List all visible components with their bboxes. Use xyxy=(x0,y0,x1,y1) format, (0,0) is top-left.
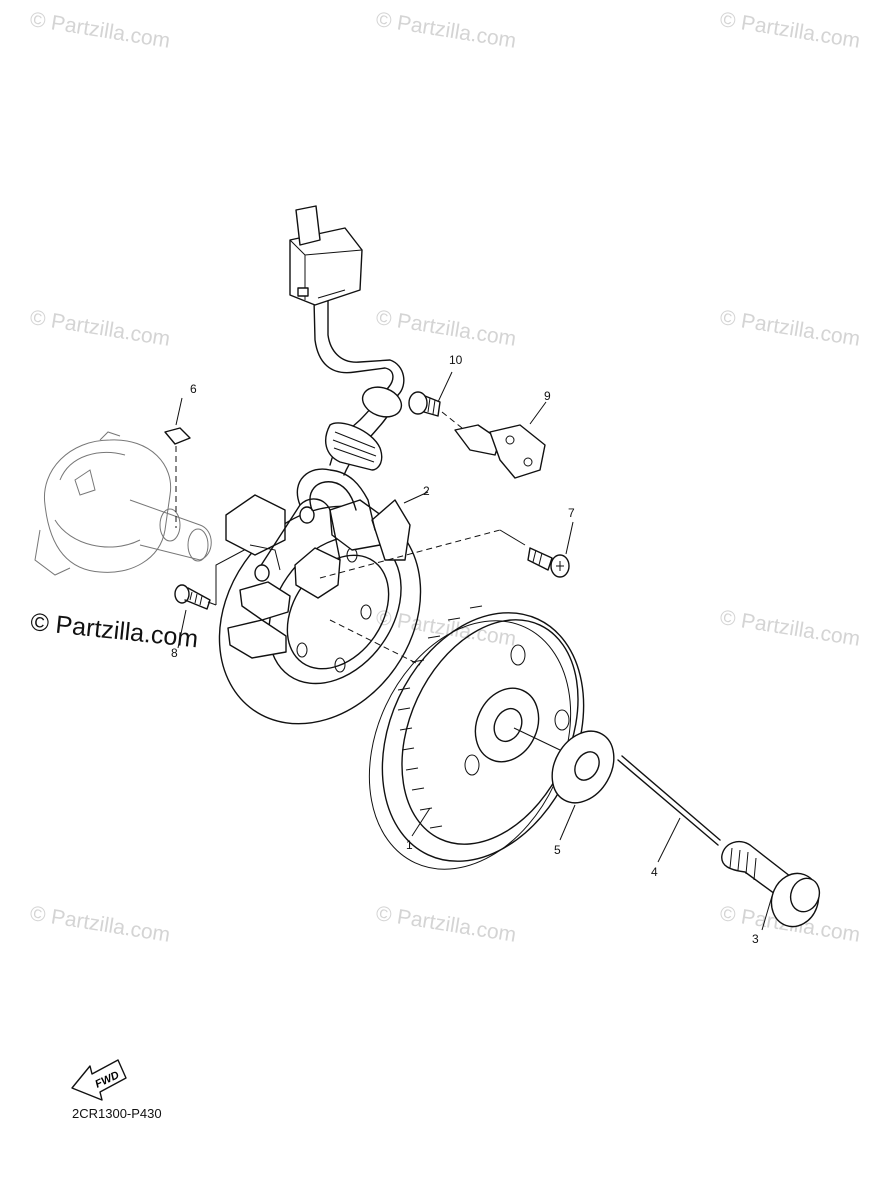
crankshaft-illustration xyxy=(34,431,212,576)
callout-10: 10 xyxy=(449,353,463,367)
callout-6: 6 xyxy=(190,382,197,396)
callout-8: 8 xyxy=(171,646,178,660)
pickup-screw-part xyxy=(527,521,574,578)
callout-7: 7 xyxy=(568,506,575,520)
woodruff-key-part xyxy=(164,397,191,528)
stator-assembly-part xyxy=(218,468,526,725)
callout-9: 9 xyxy=(544,389,551,403)
wiring-harness xyxy=(289,205,405,476)
callout-1: 1 xyxy=(406,838,413,852)
callout-4: 4 xyxy=(651,865,658,879)
callout-3: 3 xyxy=(752,932,759,946)
stator-screw-part xyxy=(174,584,211,649)
pin-part xyxy=(617,755,721,863)
wire-clamp-part xyxy=(454,401,547,479)
flange-bolt-part xyxy=(721,840,821,931)
forward-direction-arrow: FWD xyxy=(71,1059,127,1101)
clamp-screw-part xyxy=(408,371,463,429)
diagram-code: 2CR1300-P430 xyxy=(72,1106,162,1121)
callout-2: 2 xyxy=(423,484,430,498)
rotor-flywheel-part xyxy=(329,605,585,870)
washer-part xyxy=(551,730,615,841)
callout-5: 5 xyxy=(554,843,561,857)
